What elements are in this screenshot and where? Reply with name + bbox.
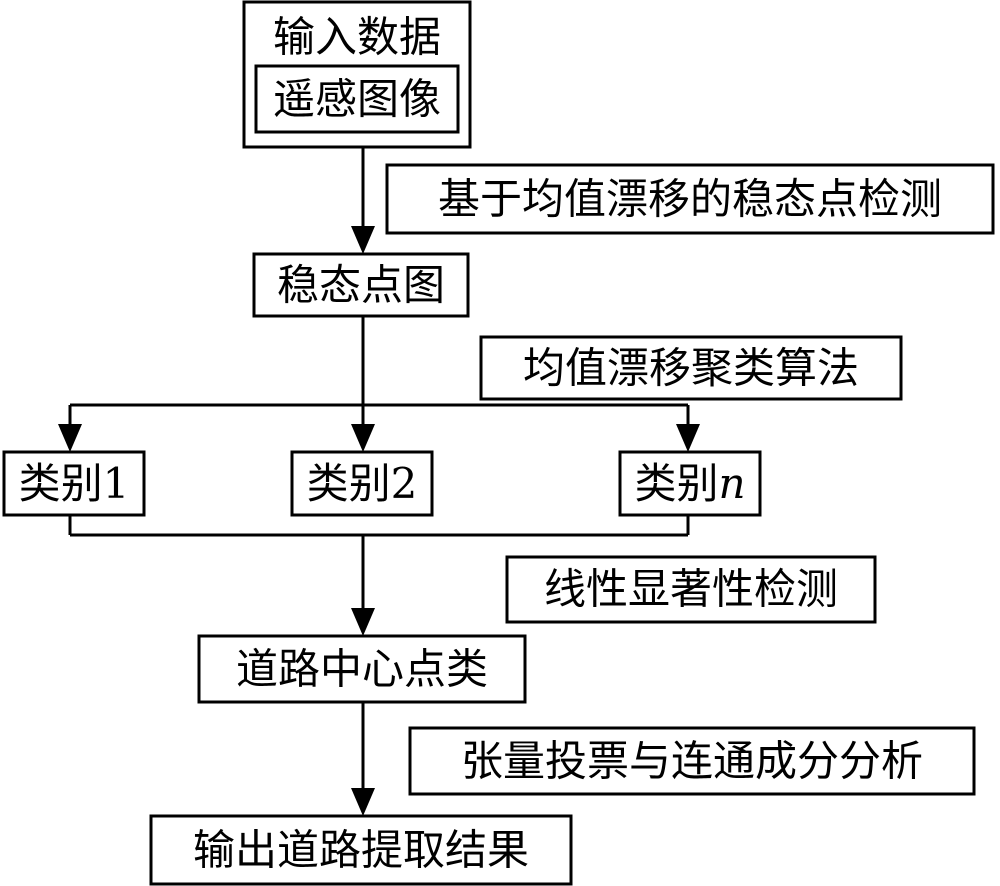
node-input-title: 输入数据 [273, 13, 441, 62]
step-mean-shift-detection: 基于均值漂移的稳态点检测 [385, 163, 995, 235]
step-tensor-voting: 张量投票与连通成分分析 [408, 726, 976, 796]
step-linear-saliency-label: 线性显著性检测 [544, 565, 838, 614]
node-remote-image: 遥感图像 [254, 64, 460, 134]
node-class-2-label: 类别2 [307, 459, 418, 508]
arrowhead-class-1 [58, 424, 82, 452]
arrowhead-road-center [351, 608, 375, 636]
node-output-result: 输出道路提取结果 [149, 814, 573, 886]
node-stable-point-map-label: 稳态点图 [277, 261, 445, 310]
arrowhead-stable-map [351, 226, 375, 254]
node-road-center-class-label: 道路中心点类 [236, 645, 488, 694]
node-stable-point-map: 稳态点图 [252, 252, 470, 318]
step-tensor-voting-label: 张量投票与连通成分分析 [461, 737, 923, 786]
arrowhead-class-2 [351, 424, 375, 452]
node-remote-image-label: 遥感图像 [273, 75, 441, 124]
step-mean-shift-clustering-label: 均值漂移聚类算法 [523, 344, 859, 393]
node-class-1-label: 类别1 [19, 459, 130, 508]
step-linear-saliency: 线性显著性检测 [505, 555, 877, 624]
arrowhead-output [351, 788, 375, 816]
step-mean-shift-detection-label: 基于均值漂移的稳态点检测 [438, 175, 942, 224]
node-output-result-label: 输出道路提取结果 [193, 826, 529, 875]
node-class-n-label: 类别n [634, 459, 745, 508]
node-class-n: 类别n [618, 450, 762, 517]
node-class-1: 类别1 [2, 450, 146, 517]
edges [58, 147, 700, 816]
node-class-2: 类别2 [290, 450, 434, 517]
node-road-center-class: 道路中心点类 [197, 634, 527, 704]
arrowhead-class-n [676, 424, 700, 452]
step-mean-shift-clustering: 均值漂移聚类算法 [479, 335, 903, 401]
